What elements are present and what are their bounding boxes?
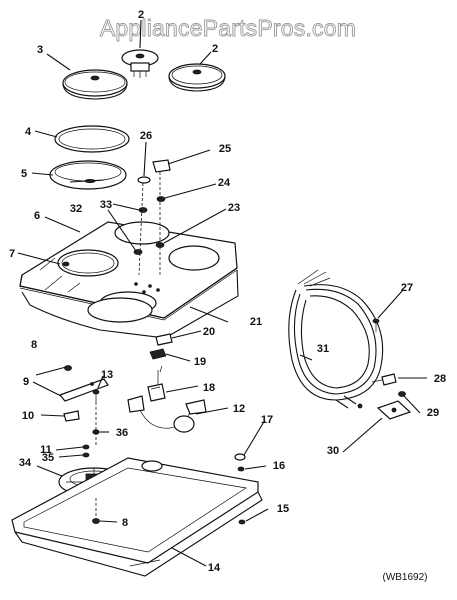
- callout-19: 19: [194, 356, 206, 368]
- callout-6: 6: [34, 210, 40, 222]
- callout-15: 15: [277, 503, 289, 515]
- callout-17: 17: [261, 414, 273, 426]
- callout-10: 10: [22, 410, 34, 422]
- receptacle-19[interactable]: [149, 348, 167, 360]
- burner-cap-3[interactable]: [62, 69, 128, 100]
- callout-34: 34: [19, 457, 32, 469]
- power-cord-harness-31[interactable]: [288, 269, 384, 409]
- screw-27[interactable]: [372, 318, 380, 332]
- callout-27: 27: [401, 282, 413, 294]
- burner-element-2-center[interactable]: [121, 49, 159, 78]
- leader-lines: [17, 19, 427, 567]
- nut-29[interactable]: [398, 391, 406, 397]
- cooktop-pan-21[interactable]: [21, 269, 239, 339]
- callout-5: 5: [21, 168, 27, 180]
- callout-4: 4: [25, 126, 32, 138]
- callout-36: 36: [116, 427, 128, 439]
- nut-8-lower[interactable]: [92, 518, 100, 524]
- callout-9: 9: [23, 376, 29, 388]
- bracket-9[interactable]: [58, 378, 109, 402]
- burner-cap-2-right[interactable]: [168, 63, 226, 92]
- grommet-24[interactable]: [156, 196, 166, 202]
- callout-33: 33: [100, 199, 112, 211]
- callout-28: 28: [434, 373, 446, 385]
- callout-24: 24: [218, 177, 231, 189]
- callout-11: 11: [40, 444, 52, 456]
- nut-35[interactable]: [82, 452, 90, 458]
- connector-28[interactable]: [371, 373, 397, 386]
- drip-pan-5[interactable]: [49, 160, 127, 190]
- callout-2-right: 2: [212, 43, 218, 55]
- callout-12: 12: [233, 403, 245, 415]
- switch-wiring: [127, 365, 191, 429]
- callout-23: 23: [228, 202, 240, 214]
- callout-14: 14: [208, 562, 221, 574]
- callout-16: 16: [273, 460, 285, 472]
- nut-8-upper[interactable]: [64, 365, 72, 371]
- callout-25: 25: [219, 143, 231, 155]
- callout-18: 18: [203, 382, 215, 394]
- watermark-text: AppliancePartsPros.com: [100, 15, 356, 41]
- callout-29: 29: [427, 407, 439, 419]
- screw-13[interactable]: [92, 389, 100, 402]
- burner-ring-7[interactable]: [61, 252, 115, 274]
- callout-8-upper: 8: [31, 339, 37, 351]
- connector-12[interactable]: [173, 399, 207, 433]
- callout-30: 30: [327, 445, 339, 457]
- screw-15[interactable]: [238, 519, 246, 525]
- nut-16[interactable]: [237, 466, 245, 472]
- bottom-pan-14[interactable]: [11, 457, 263, 577]
- cooktop-top-6[interactable]: [19, 221, 238, 321]
- callout-13: 13: [101, 369, 113, 381]
- callout-31: 31: [317, 343, 329, 355]
- callout-3: 3: [37, 44, 43, 56]
- switch-plate-20[interactable]: [155, 333, 173, 346]
- callout-35: 35: [42, 452, 54, 464]
- callout-21: 21: [250, 316, 262, 328]
- grommet-33[interactable]: [138, 207, 148, 213]
- terminal-block-25[interactable]: [152, 159, 171, 173]
- assembly-line-26: [138, 182, 144, 276]
- bracket-30[interactable]: [376, 400, 412, 420]
- callout-8-lower: 8: [122, 517, 128, 529]
- infinite-switch-18[interactable]: [147, 383, 166, 402]
- bracket-26[interactable]: [137, 176, 151, 184]
- callout-20: 20: [203, 326, 215, 338]
- screw-11[interactable]: [82, 444, 90, 450]
- callout-26: 26: [140, 130, 152, 142]
- clip-10[interactable]: [63, 410, 80, 422]
- diagram-code: (WB1692): [382, 572, 427, 583]
- trim-ring-4[interactable]: [54, 125, 130, 153]
- clip-17[interactable]: [234, 453, 246, 461]
- callout-7: 7: [9, 248, 15, 260]
- callout-32: 32: [70, 203, 82, 215]
- callout-2-center: 2: [138, 9, 144, 21]
